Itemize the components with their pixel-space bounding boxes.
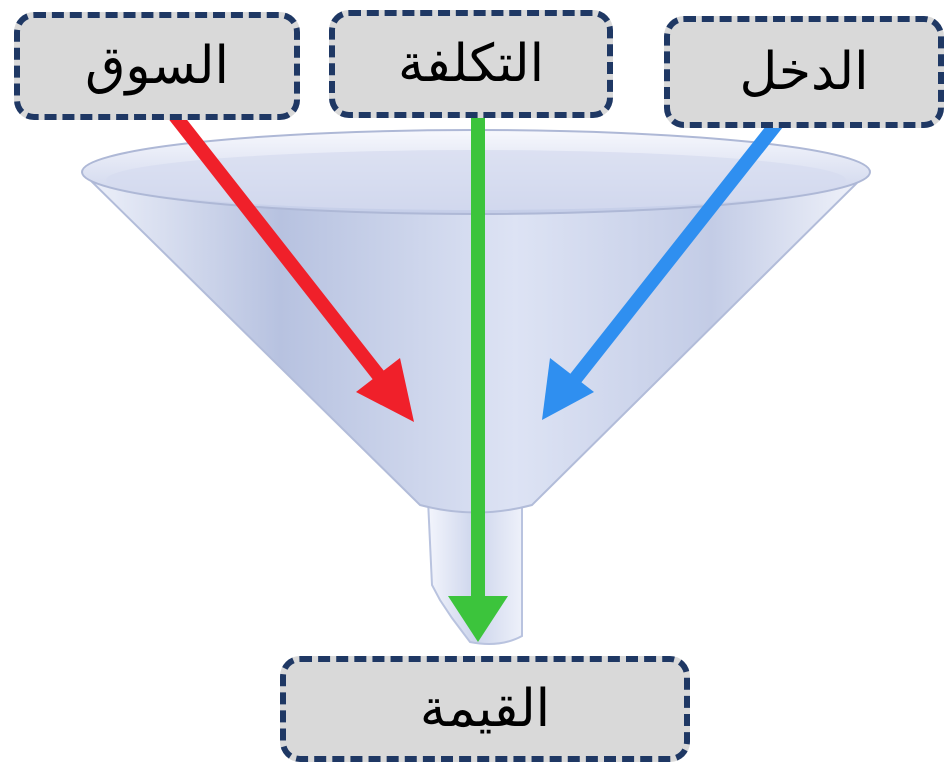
- cost-label-box: التكلفة: [329, 10, 613, 118]
- cost-label: التكلفة: [397, 34, 545, 94]
- value-label: القيمة: [419, 679, 551, 739]
- cost-arrowhead: [448, 596, 508, 642]
- income-arrow-shaft: [562, 117, 784, 393]
- market-arrow-shaft: [166, 107, 396, 395]
- market-label-box: السوق: [14, 12, 300, 120]
- market-arrowhead: [356, 358, 414, 422]
- income-arrowhead: [542, 358, 594, 420]
- income-label: الدخل: [739, 42, 869, 102]
- market-label: السوق: [85, 36, 229, 96]
- income-label-box: الدخل: [664, 16, 944, 128]
- value-label-box: القيمة: [280, 656, 690, 762]
